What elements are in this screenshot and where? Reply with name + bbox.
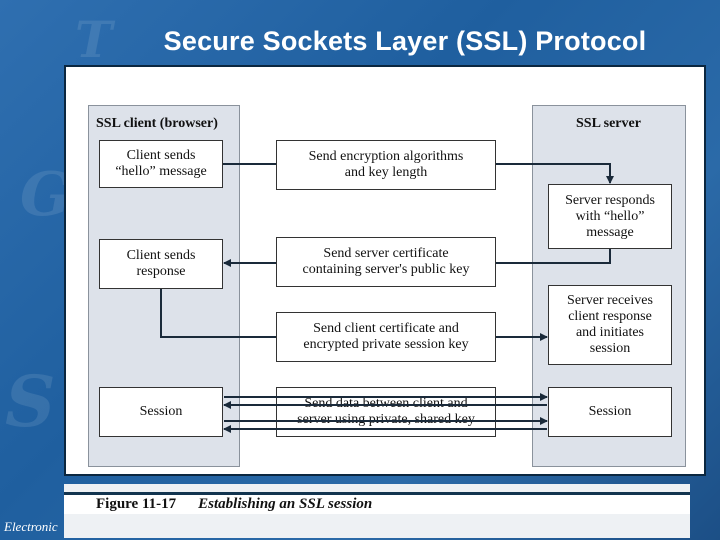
slide-title: Secure Sockets Layer (SSL) Protocol [163, 26, 647, 56]
server-column-header: SSL server [576, 116, 641, 131]
background-letter: T [75, 10, 113, 69]
server-certificate-box: Send server certificate containing serve… [276, 237, 496, 287]
server-hello-box: Server responds with “hello” message [548, 184, 672, 249]
client-session-box: Session [99, 387, 223, 437]
client-hello-box: Client sends “hello” message [99, 140, 223, 188]
background-letter: G [20, 160, 72, 230]
connector-arrow [496, 163, 614, 184]
client-certificate-box: Send client certificate and encrypted pr… [276, 312, 496, 362]
figure-caption-band: Figure 11-17 Establishing an SSL session [64, 492, 690, 514]
connector-lines [160, 163, 614, 433]
client-column-header: SSL client (browser) [96, 116, 218, 131]
server-session-box: Session [548, 387, 672, 437]
figure-caption: Figure 11-17 Establishing an SSL session [64, 484, 690, 538]
client-response-box: Client sends response [99, 239, 223, 289]
background-letter: S [5, 360, 56, 443]
footer-text: Electronic [4, 519, 58, 534]
figure-number: Figure 11-17 [96, 496, 177, 512]
connector-line [496, 249, 611, 264]
diagram-panel: SSL client (browser) SSL server Client s… [64, 65, 706, 476]
server-receives-box: Server receives client response and init… [548, 285, 672, 365]
figure-title: Establishing an SSL session [198, 496, 373, 512]
connector-line [160, 289, 276, 338]
encryption-algorithms-box: Send encryption algorithms and key lengt… [276, 140, 496, 190]
